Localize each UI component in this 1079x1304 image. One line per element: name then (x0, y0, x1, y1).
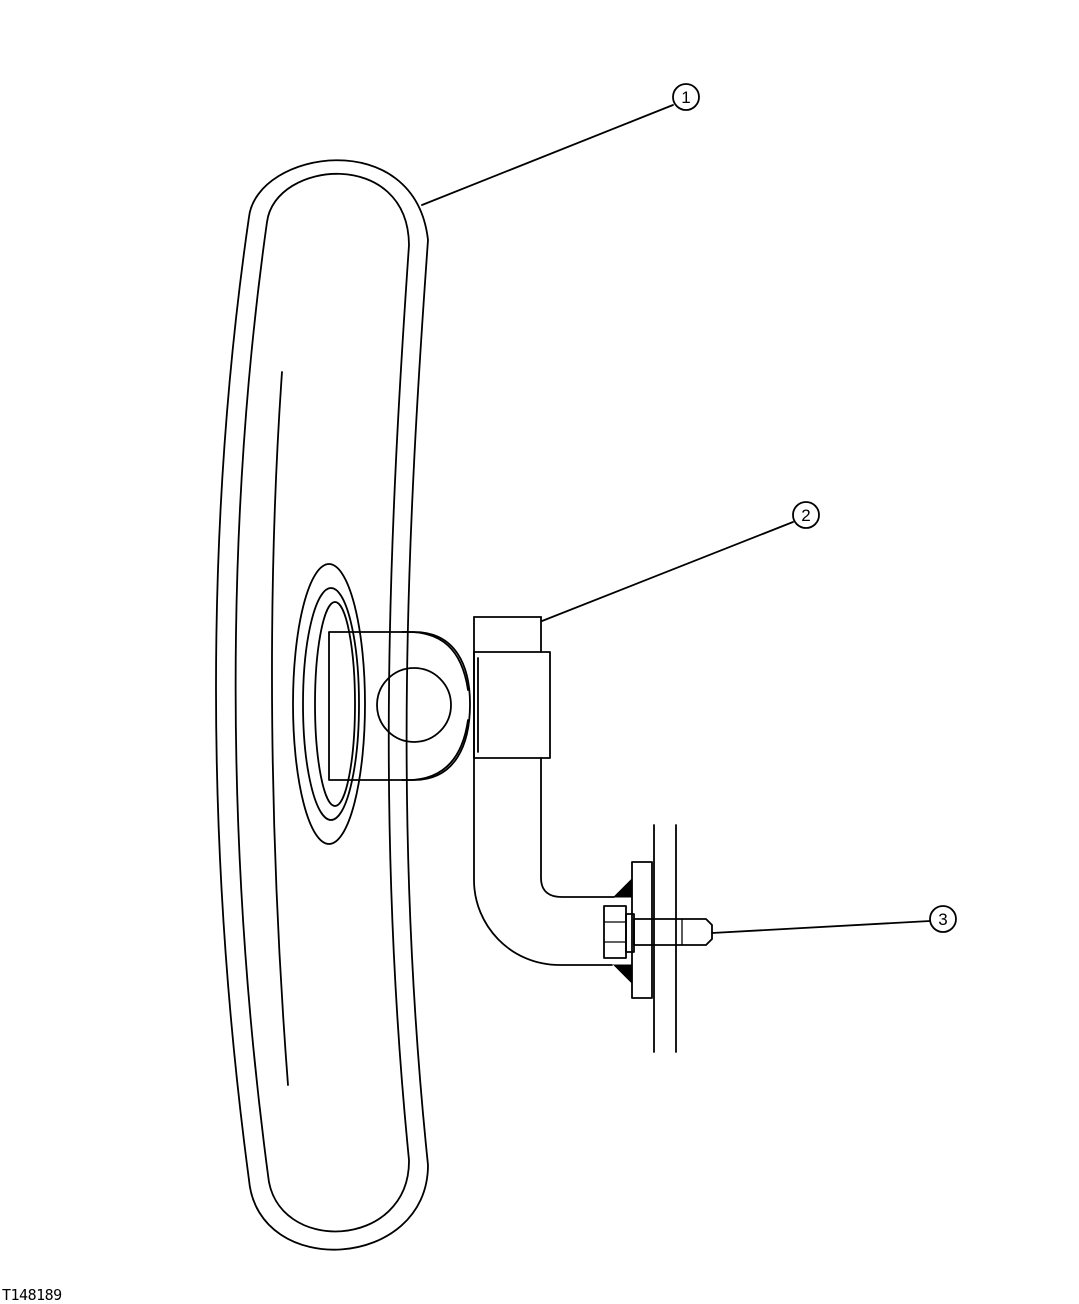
pivot-socket-edge-lower (401, 719, 469, 781)
callout-3-leader (711, 920, 931, 934)
mirror-pivot (292, 563, 471, 845)
mirror-head-inner-outline (234, 172, 410, 1233)
mirror-head (215, 159, 429, 1251)
bracket-arm-outer-edge (473, 616, 613, 966)
callout-2-circle (792, 501, 820, 529)
bracket-arm-inner-edge (540, 616, 615, 898)
cap-screw-shank (633, 918, 713, 946)
callout-2-leader (541, 521, 794, 622)
mirror-reflection-line (271, 371, 289, 1086)
pivot-socket-block (328, 631, 471, 781)
bracket-clamp-sleeve (473, 651, 551, 759)
cap-screw-hex-head (603, 905, 627, 959)
callout-2: 2 (541, 501, 820, 622)
pivot-socket-edge (401, 631, 469, 691)
pivot-ring-outer (292, 563, 366, 845)
callout-2-number: 2 (801, 506, 810, 525)
figure-id-label: T148189 (2, 1286, 62, 1304)
callout-3-number: 3 (938, 910, 947, 929)
pivot-ball (376, 667, 452, 743)
cap-screw (603, 905, 713, 959)
cab-wall-panel (653, 824, 677, 1053)
pivot-ring-middle (302, 587, 360, 821)
mirror-head-outer-outline (215, 159, 429, 1251)
weld-fillet-upper (612, 877, 633, 898)
pivot-ring-inner (314, 601, 356, 807)
callout-1-circle (672, 83, 700, 111)
weld-fillet-lower (612, 964, 633, 985)
callout-1: 1 (421, 83, 700, 206)
callout-1-number: 1 (681, 88, 690, 107)
callout-3-circle (929, 905, 957, 933)
bracket-mounting-plate (631, 861, 653, 999)
callout-1-leader (421, 104, 674, 206)
mirror-bracket (473, 616, 653, 999)
callout-3: 3 (711, 905, 957, 934)
